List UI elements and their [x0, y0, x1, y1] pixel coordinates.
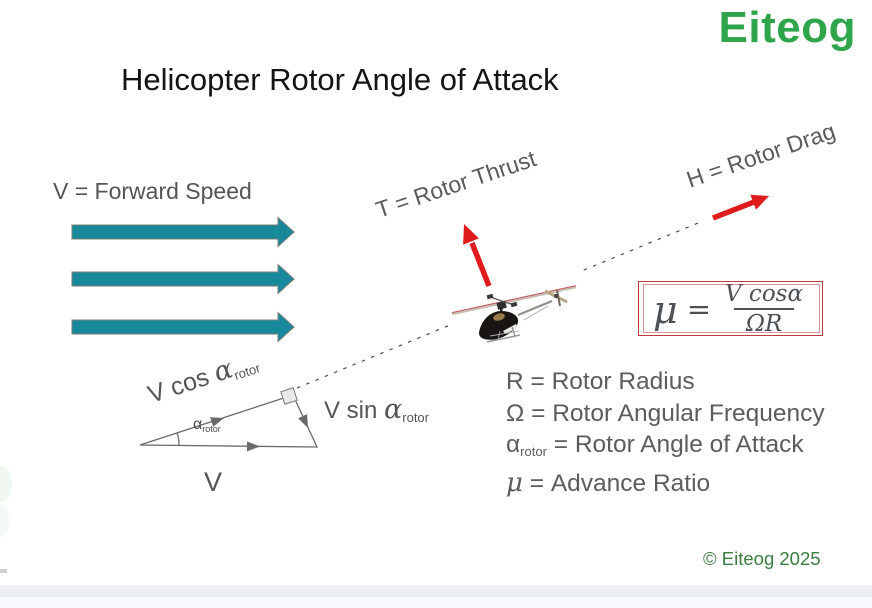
definition-angle-of-attack: αrotor = Rotor Angle of Attack — [506, 431, 804, 459]
drag-arrow — [712, 194, 769, 221]
thrust-label: T = Rotor Thrust — [372, 145, 540, 223]
formula-numerator: V cosα — [725, 280, 803, 307]
edge-watermark — [0, 505, 9, 537]
equals-sign: = — [686, 291, 712, 326]
edge-artifact — [0, 569, 7, 573]
forward-speed-arrows — [71, 216, 295, 343]
angle-alpha-label: αrotor — [193, 416, 221, 434]
brand-logo: Eiteog — [718, 3, 856, 52]
forward-speed-arrow — [71, 216, 295, 248]
bottom-side-arrowhead — [246, 441, 260, 452]
v-sin-label: V sin αrotor — [324, 394, 429, 425]
advance-ratio-formula: μ = V cosα ΩR — [638, 281, 823, 337]
copyright-text: © Eiteog 2025 — [703, 548, 821, 569]
thrust-arrow — [463, 224, 492, 288]
definition-rotor-radius: R = Rotor Radius — [506, 368, 695, 395]
vertical-side-arrowhead — [298, 414, 308, 428]
footer-band — [0, 585, 872, 597]
helicopter-image — [448, 271, 583, 351]
alpha-symbol: α — [384, 394, 403, 425]
formula-denominator: ΩR — [733, 307, 795, 337]
forward-speed-arrow — [71, 263, 295, 295]
formula-fraction: V cosα ΩR — [720, 281, 808, 337]
mu-symbol: μ — [653, 287, 678, 332]
angle-arc — [176, 432, 180, 446]
v-label: V — [204, 467, 223, 497]
page-title: Helicopter Rotor Angle of Attack — [121, 62, 559, 97]
definition-angular-frequency: Ω = Rotor Angular Frequency — [506, 399, 825, 427]
forward-speed-label: V = Forward Speed — [53, 178, 252, 204]
definitions-list: R = Rotor Radius Ω = Rotor Angular Frequ… — [506, 366, 825, 499]
right-angle-marker — [280, 387, 298, 405]
footer-band — [0, 597, 872, 608]
drag-label: H = Rotor Drag — [683, 117, 839, 193]
edge-watermark — [0, 466, 12, 502]
v-cos-label: V cos αrotor — [144, 353, 263, 409]
forward-speed-arrow — [71, 311, 295, 343]
definition-advance-ratio: μ = Advance Ratio — [506, 467, 711, 498]
